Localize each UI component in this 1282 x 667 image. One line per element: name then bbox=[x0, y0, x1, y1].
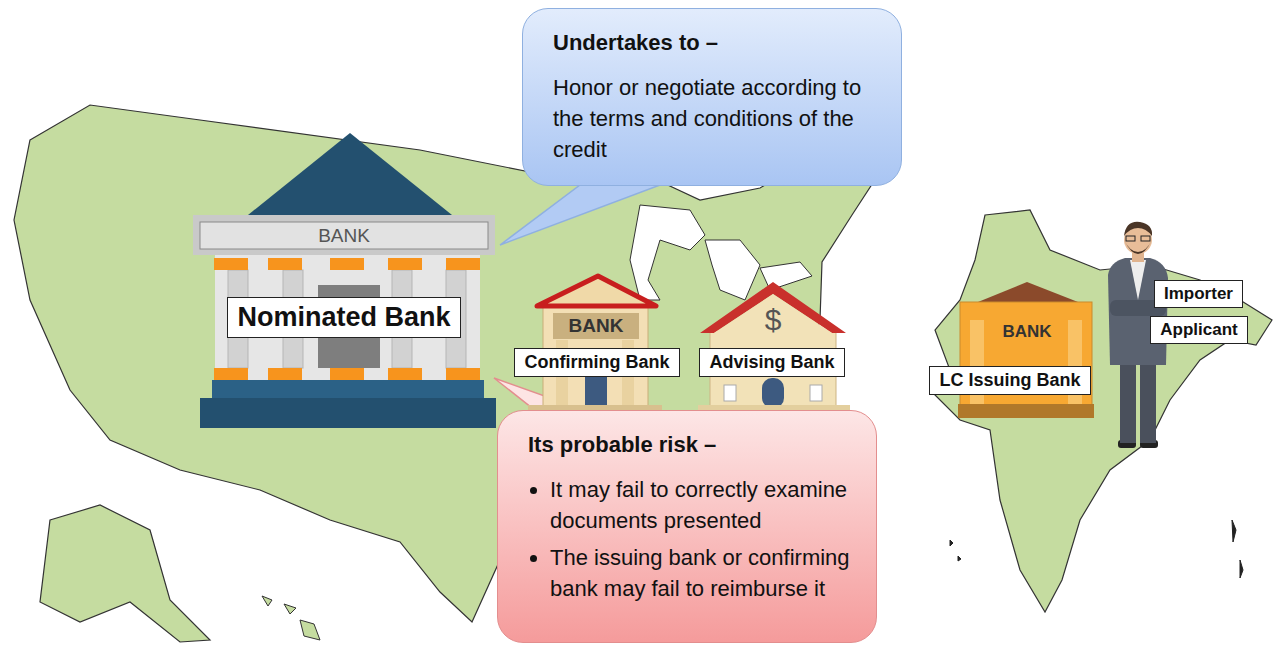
importer-figure-part bbox=[1124, 222, 1152, 236]
nominated-bank-building-part bbox=[268, 258, 302, 270]
nominated-bank-building bbox=[193, 133, 496, 428]
callout-heading: Undertakes to – bbox=[553, 27, 877, 58]
bank-sign: BANK bbox=[318, 225, 370, 247]
confirming-bank-building-part bbox=[553, 313, 639, 339]
confirming-bank-building bbox=[528, 276, 662, 415]
nominated-bank-building-part bbox=[330, 368, 364, 380]
issuing-bank-building-part bbox=[958, 404, 1094, 418]
nominated-bank-building-part bbox=[215, 255, 480, 380]
advising-bank-building bbox=[698, 282, 850, 415]
nominated-bank-building-part bbox=[446, 258, 480, 270]
issuing-bank-building bbox=[958, 282, 1094, 418]
india-map bbox=[930, 210, 1272, 612]
advising-bank-building-part bbox=[810, 385, 822, 401]
importer-figure-part bbox=[1141, 236, 1150, 241]
importer-figure-part bbox=[1140, 355, 1156, 443]
bank-label: Confirming Bank bbox=[514, 348, 680, 377]
label-text: LC Issuing Bank bbox=[938, 367, 1082, 393]
india-map-part bbox=[930, 210, 1272, 612]
nominated-bank-building-part bbox=[214, 368, 248, 380]
nominated-bank-building-part bbox=[200, 222, 488, 249]
callout-body: It may fail to correctly examine documen… bbox=[550, 474, 852, 536]
label-text: Importer bbox=[1163, 281, 1234, 306]
role-label: Applicant bbox=[1150, 316, 1248, 344]
nominated-bank-building-part bbox=[388, 258, 422, 270]
importer-figure-part bbox=[1126, 236, 1135, 241]
callout-heading: Its probable risk – bbox=[528, 429, 852, 460]
nominated-bank-building-part bbox=[268, 368, 302, 380]
nominated-bank-building-part bbox=[214, 258, 248, 270]
label-text: Applicant bbox=[1159, 317, 1239, 342]
india-map-part bbox=[950, 520, 1243, 578]
role-label: Importer bbox=[1154, 280, 1243, 308]
advising-bank-building-part bbox=[762, 378, 784, 408]
label-text: Advising Bank bbox=[708, 349, 836, 375]
callout-body: The issuing bank or confirming bank may … bbox=[550, 542, 852, 604]
importer-figure-part bbox=[1130, 260, 1146, 300]
risk-callout: Its probable risk – It may fail to correc… bbox=[497, 410, 877, 643]
confirming-bank-building-part bbox=[585, 375, 607, 407]
advising-bank-building-part bbox=[724, 385, 736, 401]
label-text: Nominated Bank bbox=[236, 298, 452, 336]
importer-figure-part bbox=[1108, 258, 1168, 365]
usa-map-part bbox=[630, 205, 812, 300]
nominated-bank-building-part bbox=[200, 398, 496, 428]
bank-label: Advising Bank bbox=[699, 348, 845, 377]
callout-tails bbox=[494, 170, 700, 430]
nominated-bank-building-part bbox=[193, 215, 495, 255]
bank-label: LC Issuing Bank bbox=[929, 366, 1091, 395]
usa-map-part bbox=[40, 505, 210, 642]
nominated-bank-building-part bbox=[212, 380, 484, 398]
callout-body: Honor or negotiate according to the term… bbox=[553, 72, 877, 165]
usa-map-part bbox=[262, 596, 320, 640]
label-text: Confirming Bank bbox=[523, 349, 671, 375]
nominated-bank-building-part bbox=[446, 368, 480, 380]
issuing-bank-building-part bbox=[978, 282, 1078, 302]
bank-sign: BANK bbox=[1002, 322, 1051, 342]
bank-label: Nominated Bank bbox=[227, 297, 461, 338]
nominated-bank-building-part bbox=[330, 258, 364, 270]
undertaking-callout: Undertakes to – Honor or negotiate accord… bbox=[522, 8, 902, 186]
bank-sign: BANK bbox=[569, 315, 624, 337]
nominated-bank-building-part bbox=[388, 368, 422, 380]
importer-figure-part bbox=[1120, 355, 1136, 443]
nominated-bank-building-part bbox=[248, 133, 452, 215]
importer-figure-part bbox=[1124, 240, 1152, 254]
confirming-bank-building-part bbox=[537, 276, 656, 306]
dollar-symbol: $ bbox=[765, 303, 782, 337]
